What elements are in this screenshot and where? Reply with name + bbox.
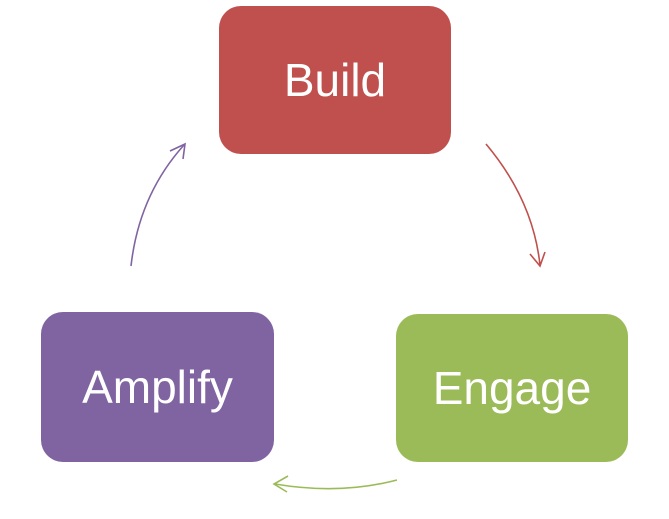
node-amplify: Amplify: [41, 312, 274, 462]
node-engage-label: Engage: [432, 362, 592, 414]
node-build: Build: [219, 6, 451, 154]
arrow-engage-to-amplify: [272, 475, 398, 493]
arrow-build-to-engage: [485, 143, 546, 268]
node-amplify-label: Amplify: [82, 361, 233, 413]
node-engage: Engage: [396, 314, 628, 462]
arrow-amplify-to-build: [130, 142, 186, 267]
node-build-label: Build: [283, 54, 387, 106]
